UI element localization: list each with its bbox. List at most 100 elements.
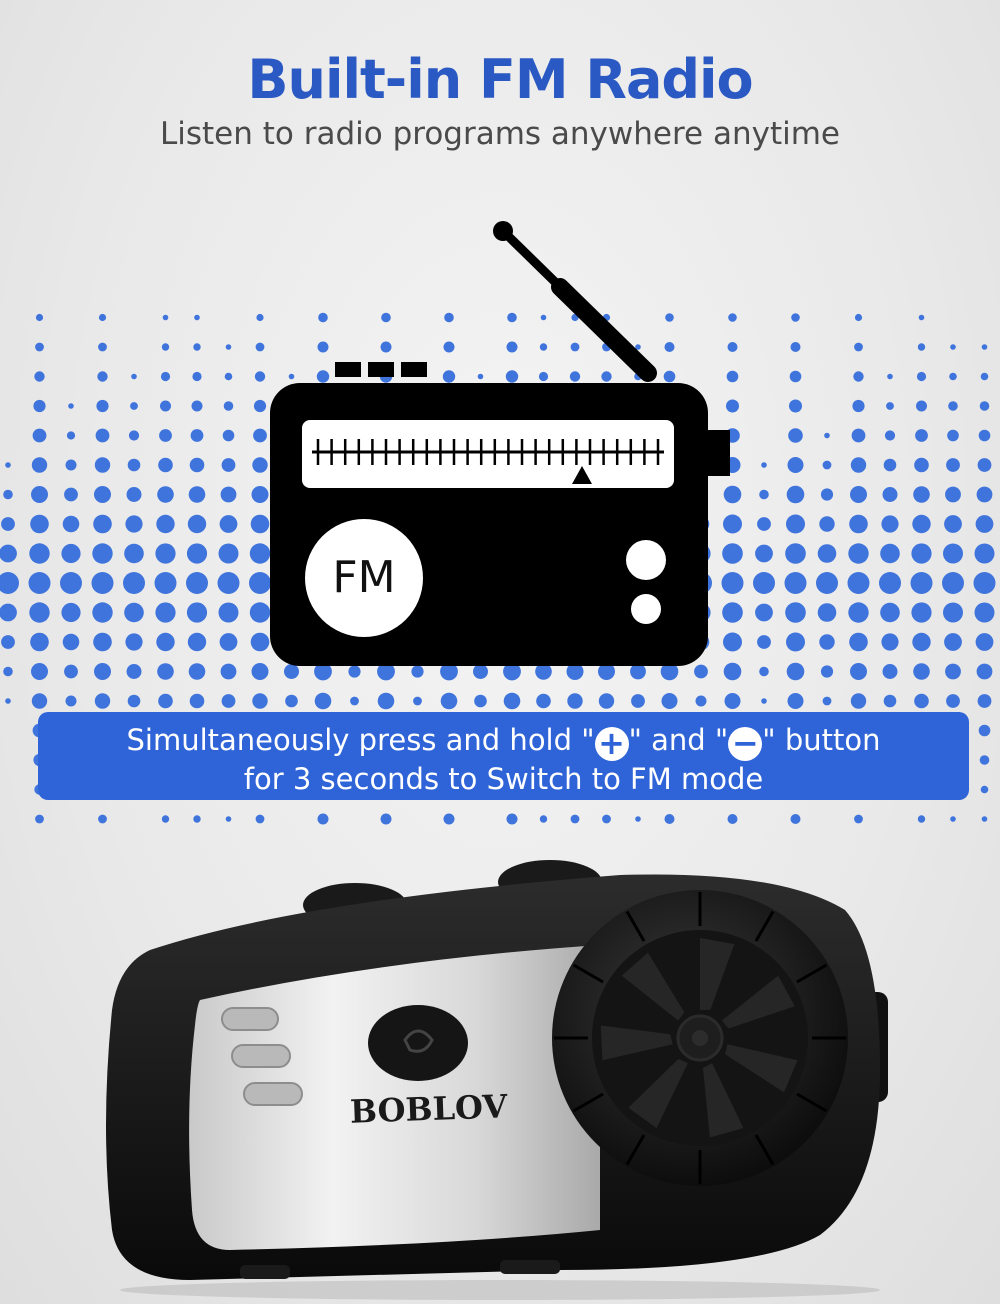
wave-dot — [314, 662, 332, 681]
wave-dot — [192, 371, 202, 382]
wave-dot — [158, 693, 173, 709]
wave-dot — [850, 663, 867, 680]
wave-dot — [979, 401, 990, 411]
wave-dot — [33, 399, 46, 413]
wave-dot — [879, 572, 901, 594]
wave-dot — [724, 693, 741, 709]
wave-dot — [911, 602, 932, 623]
wave-dot — [981, 816, 988, 822]
instruction-middle: " and " — [628, 723, 729, 757]
wave-dot — [946, 694, 960, 708]
wave-dot — [1, 635, 15, 649]
knob-spoke — [721, 975, 795, 1029]
wave-dot — [128, 430, 140, 441]
wave-dot — [913, 486, 930, 503]
wave-dot — [942, 572, 964, 594]
wave-dot — [824, 432, 830, 439]
wave-dot — [788, 428, 803, 443]
wave-dot — [97, 371, 108, 382]
wave-dot — [912, 514, 931, 534]
wave-dot — [911, 543, 932, 564]
wave-dot — [819, 634, 835, 650]
wave-dot — [98, 313, 107, 322]
wave-dot — [156, 514, 175, 534]
wave-dot — [722, 543, 743, 564]
wave-dot — [854, 814, 863, 824]
wave-dot — [852, 399, 865, 413]
wave-dot — [440, 692, 458, 710]
wave-dot — [759, 489, 769, 500]
wave-dot — [598, 663, 615, 680]
wave-dot — [94, 486, 111, 503]
wave-dot — [566, 663, 584, 680]
wave-dot — [507, 312, 517, 323]
wave-dot — [317, 813, 329, 825]
wave-dot — [854, 342, 863, 352]
wave-dot — [786, 662, 805, 681]
wave-dot — [250, 514, 270, 534]
wave-dot — [847, 572, 870, 594]
wave-dot — [570, 814, 580, 824]
instruction-banner: Simultaneously press and hold "+" and "−… — [38, 712, 969, 800]
wave-dot — [251, 486, 269, 503]
wave-dot — [96, 399, 109, 413]
wave-dot — [255, 814, 265, 824]
wave-dot — [536, 693, 551, 709]
wave-dot — [817, 544, 837, 563]
wave-dot — [882, 664, 898, 679]
wave-dot — [64, 664, 78, 679]
wave-dot — [506, 813, 518, 825]
wave-dot — [916, 371, 927, 382]
wave-dot — [157, 663, 174, 680]
wave-dot — [848, 543, 869, 564]
wave-dot — [32, 428, 47, 443]
wave-dot — [131, 373, 137, 380]
wave-dot — [251, 663, 269, 680]
wave-dot — [914, 457, 929, 473]
page-title: Built-in FM Radio — [247, 48, 753, 111]
wave-dot — [94, 663, 111, 680]
wave-dot — [61, 543, 81, 564]
wave-dot — [506, 341, 518, 353]
wave-dot — [60, 572, 82, 594]
wave-dot — [853, 371, 864, 382]
wave-dot — [3, 666, 13, 677]
wave-dot — [851, 428, 866, 443]
wave-dot — [723, 485, 742, 504]
wave-dot — [663, 370, 676, 383]
wave-dot — [217, 572, 240, 594]
wave-dot — [786, 632, 805, 652]
wave-dot — [0, 603, 17, 622]
wave-dot — [219, 515, 238, 533]
wave-dot — [188, 663, 206, 680]
wave-dot — [221, 458, 236, 472]
wave-dot — [977, 458, 992, 472]
fm-badge-label: FM — [332, 552, 396, 603]
instruction-suffix: " button — [762, 723, 881, 757]
wave-dot — [218, 543, 239, 564]
wave-dot — [974, 543, 995, 564]
wave-dot — [503, 692, 521, 710]
wave-dot — [190, 429, 204, 442]
wave-dot — [256, 313, 264, 322]
knob-rib — [754, 910, 775, 942]
wave-dot — [726, 399, 739, 413]
wave-dot — [314, 692, 332, 710]
wave-dot — [3, 489, 13, 500]
wave-dot — [187, 632, 207, 652]
knob-rib — [754, 1134, 775, 1166]
wave-dot — [979, 755, 990, 765]
wave-dot — [30, 514, 49, 534]
wave-dot — [535, 663, 552, 680]
wave-dot — [123, 572, 145, 594]
wave-dot — [473, 664, 488, 679]
wave-dot — [159, 429, 172, 442]
instruction-prefix: Simultaneously press and hold " — [126, 723, 595, 757]
dial-ticks — [316, 439, 660, 465]
wave-dot — [221, 694, 236, 708]
wave-dot — [973, 572, 996, 594]
wave-dot — [157, 486, 174, 503]
wave-dot — [759, 666, 769, 677]
wave-dot — [35, 313, 44, 322]
wave-dot — [598, 693, 615, 709]
